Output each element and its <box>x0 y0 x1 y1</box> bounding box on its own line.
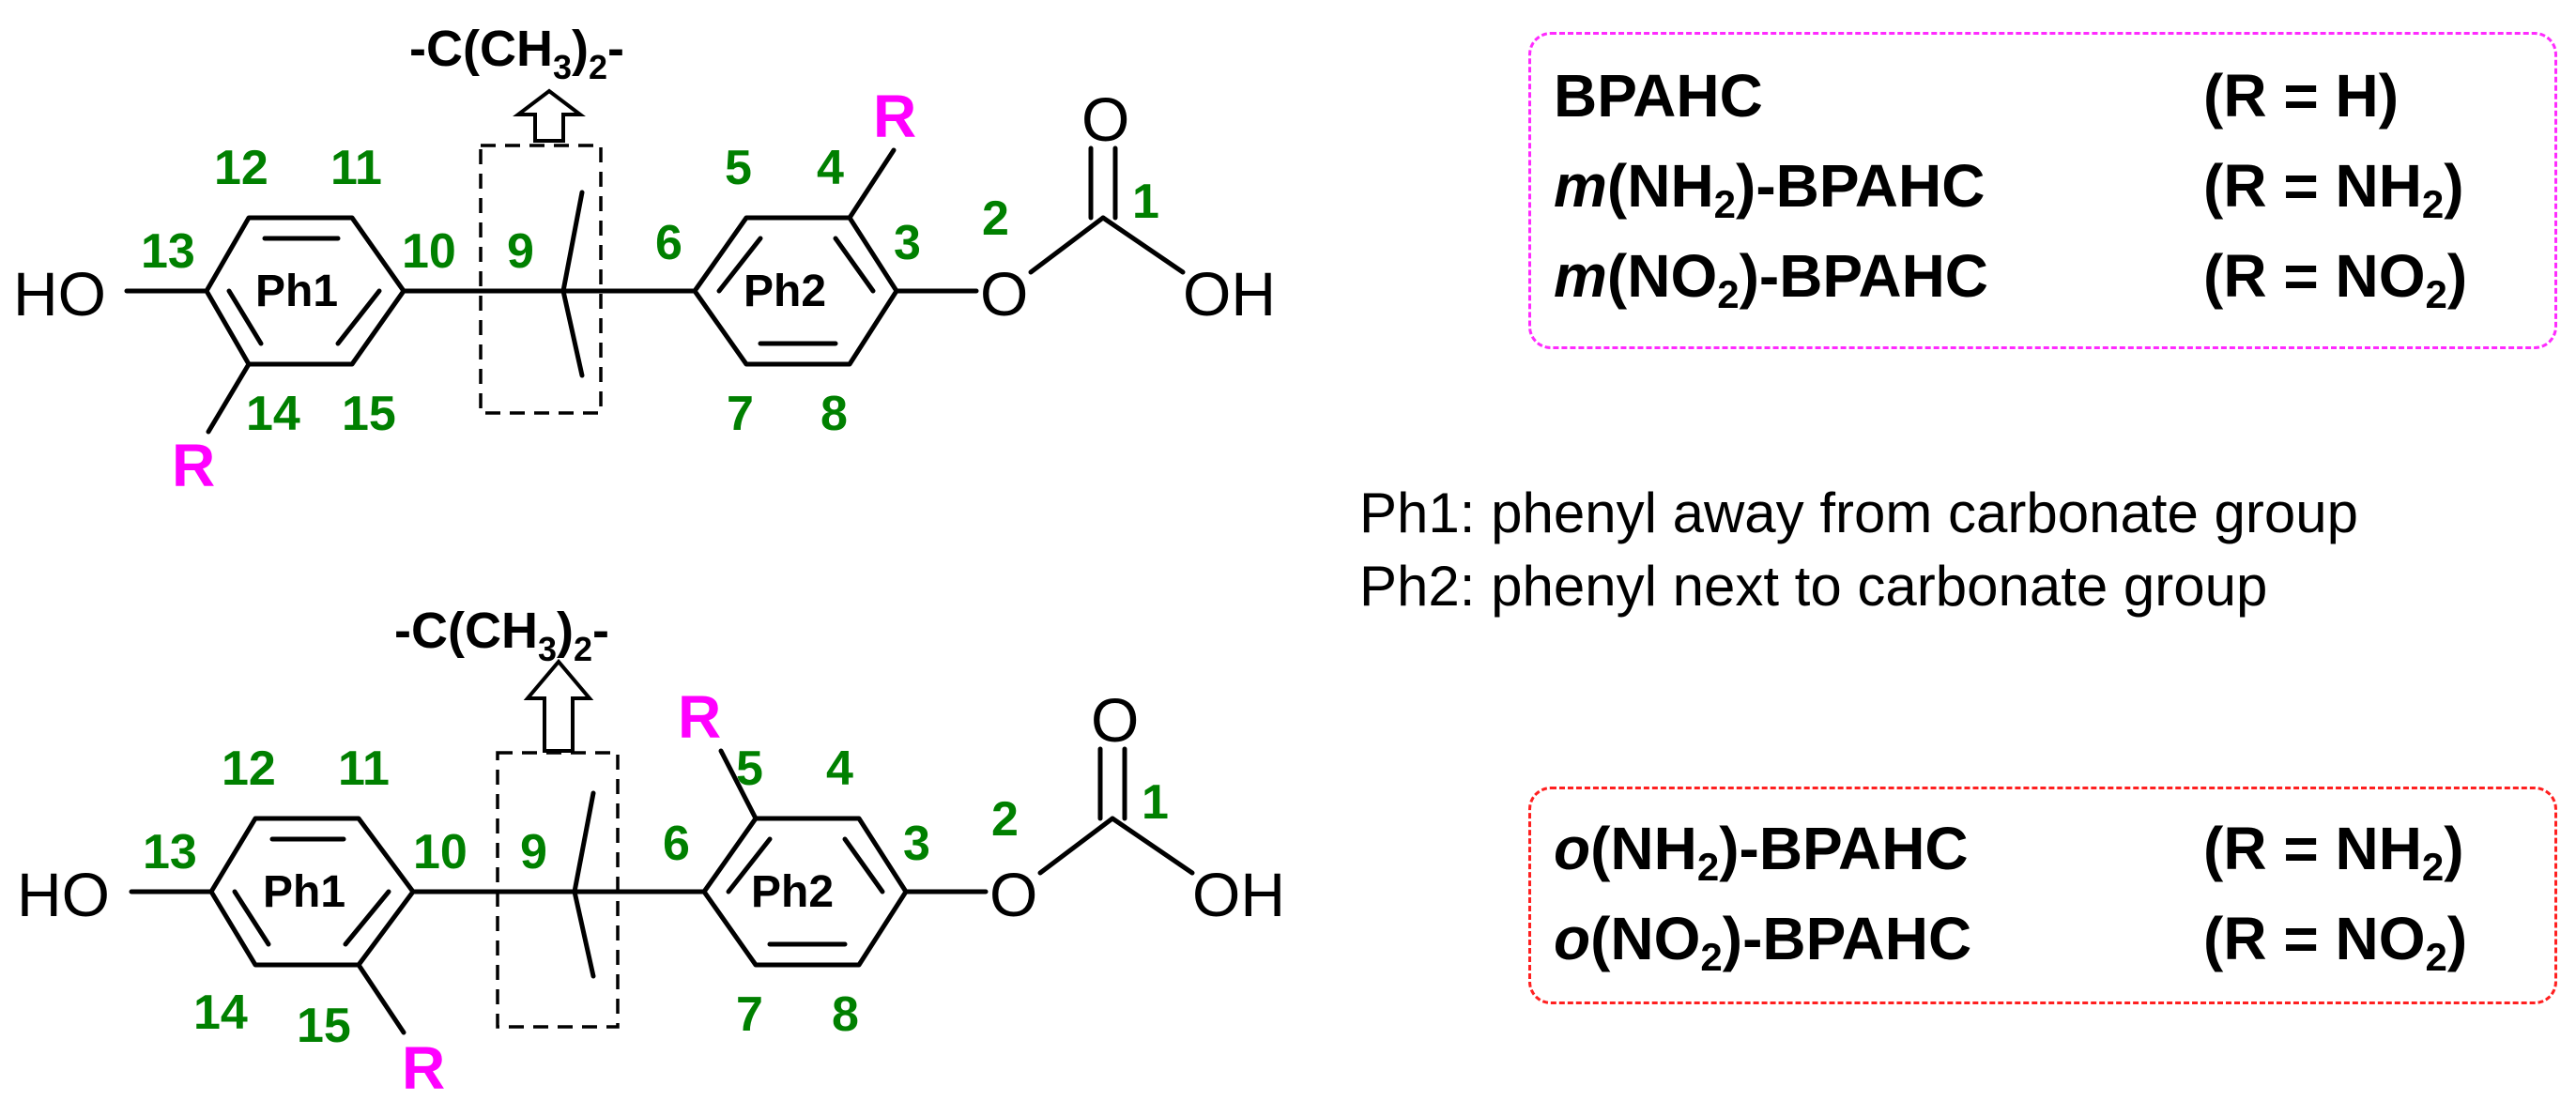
atom-oh: OH <box>1183 259 1276 329</box>
position-number: 5 <box>736 741 763 796</box>
position-number: 13 <box>141 224 195 279</box>
up-arrow-icon <box>523 658 594 753</box>
position-number: 10 <box>402 224 456 279</box>
compound-name: o(NH2)-BPAHC <box>1554 815 1969 889</box>
r-definition: (R = NH2) <box>2203 152 2464 226</box>
position-number: 7 <box>727 387 754 441</box>
substituent-r: R <box>873 83 916 150</box>
compound-name: m(NO2)-BPAHC <box>1554 242 1989 316</box>
atom-o-carbonyl: O <box>1081 84 1129 154</box>
position-number: 1 <box>1142 775 1169 830</box>
position-number: 6 <box>663 817 690 871</box>
atom-o-ether: O <box>989 860 1037 929</box>
r-definition: (R = NH2) <box>2203 815 2464 889</box>
r-definition: (R = NO2) <box>2203 905 2468 979</box>
cme2-label: -C(CH3)2- <box>409 21 624 86</box>
cme2-label: -C(CH3)2- <box>394 603 609 668</box>
substituent-r: R <box>172 432 215 499</box>
position-number: 3 <box>894 216 921 270</box>
ortho-compound-box: o(NH2)-BPAHC (R = NH2) o(NO2)-BPAHC (R =… <box>1528 787 2557 1004</box>
position-number: 13 <box>143 825 197 879</box>
position-number: 6 <box>655 216 682 270</box>
atom-ho: HO <box>13 259 106 329</box>
compound-row: o(NO2)-BPAHC (R = NO2) <box>1531 904 2554 979</box>
substituent-r: R <box>402 1034 445 1102</box>
position-number: 1 <box>1132 175 1159 229</box>
compound-row: m(NH2)-BPAHC (R = NH2) <box>1531 151 2554 226</box>
position-number: 11 <box>338 741 390 796</box>
position-number: 14 <box>193 986 248 1040</box>
position-number: 2 <box>982 191 1009 246</box>
position-number: 3 <box>903 817 930 871</box>
position-number: 2 <box>991 792 1019 847</box>
up-arrow-icon <box>513 88 586 143</box>
meta-structure: -C(CH3)2- HO O O OH Ph1 Ph2 R R 1 2 3 4 … <box>13 21 1276 499</box>
ring-label-ph2: Ph2 <box>751 867 834 917</box>
position-number: 12 <box>222 741 276 796</box>
compound-name: BPAHC <box>1554 62 1763 130</box>
r-definition: (R = NO2) <box>2203 242 2468 316</box>
position-number: 5 <box>725 141 752 195</box>
position-number: 14 <box>246 387 300 441</box>
ortho-structure: -C(CH3)2- HO O O OH Ph1 Ph2 R R 1 2 3 4 … <box>17 603 1285 1102</box>
substituent-r: R <box>678 683 721 751</box>
position-number: 15 <box>297 999 351 1053</box>
position-number: 9 <box>507 224 534 279</box>
compound-row: m(NO2)-BPAHC (R = NO2) <box>1531 241 2554 316</box>
note-ph2: Ph2: phenyl next to carbonate group <box>1359 555 2268 618</box>
ring-label-ph1: Ph1 <box>255 267 338 316</box>
position-number: 4 <box>817 141 844 195</box>
meta-compound-box: BPAHC (R = H) m(NH2)-BPAHC (R = NH2) m(N… <box>1528 32 2557 349</box>
position-number: 10 <box>413 825 468 879</box>
position-number: 11 <box>330 141 382 195</box>
position-number: 12 <box>214 141 268 195</box>
position-number: 4 <box>826 741 853 796</box>
note-ph1: Ph1: phenyl away from carbonate group <box>1359 482 2358 544</box>
atom-ho: HO <box>17 860 110 929</box>
compound-row: o(NH2)-BPAHC (R = NH2) <box>1531 814 2554 889</box>
position-number: 8 <box>820 387 848 441</box>
ring-label-ph2: Ph2 <box>744 267 826 316</box>
r-definition: (R = H) <box>2203 62 2399 130</box>
atom-o-carbonyl: O <box>1091 685 1139 755</box>
atom-oh: OH <box>1192 860 1285 929</box>
compound-name: o(NO2)-BPAHC <box>1554 905 1972 979</box>
position-number: 9 <box>520 825 547 879</box>
position-number: 7 <box>736 987 763 1042</box>
compound-row: BPAHC (R = H) <box>1531 61 2554 136</box>
position-number: 8 <box>832 987 859 1042</box>
ring-label-ph1: Ph1 <box>263 867 345 917</box>
cme2-dashed-box <box>479 144 603 415</box>
position-number: 15 <box>342 387 396 441</box>
atom-o-ether: O <box>980 259 1028 329</box>
compound-name: m(NH2)-BPAHC <box>1554 152 1986 226</box>
